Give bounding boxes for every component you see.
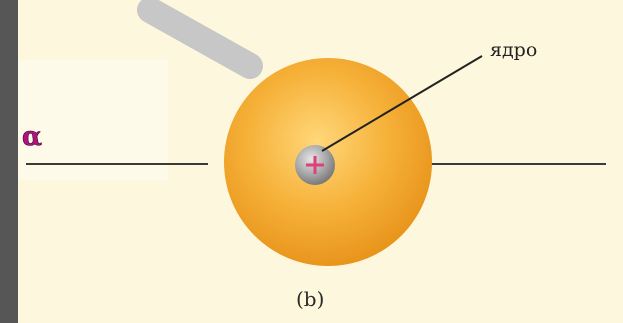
nucleus-pointer-line <box>321 55 483 152</box>
plus-sign-icon <box>306 156 324 174</box>
slide-frame-left-edge <box>0 0 18 323</box>
background-haze <box>18 60 168 180</box>
rutherford-scattering-diagram: ядро α (b) <box>18 0 623 323</box>
deflected-alpha-track <box>137 0 263 79</box>
diagram-panel: ядро α (b) <box>18 0 623 323</box>
figure-caption: (b) <box>296 287 324 311</box>
alpha-particle-symbol: α <box>22 122 42 152</box>
nucleus-label: ядро <box>490 39 537 61</box>
